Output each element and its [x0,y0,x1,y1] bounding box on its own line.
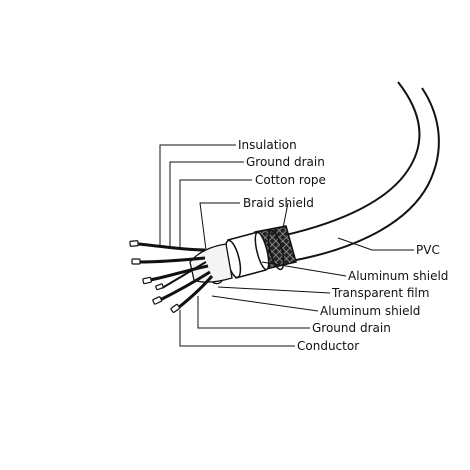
label-aluminum-shield-2: Aluminum shield [320,304,420,318]
pvc-jacket [271,81,440,263]
label-braid-shield: Braid shield [243,196,314,210]
label-aluminum-shield-1: Aluminum shield [348,269,448,283]
label-pvc: PVC [416,243,440,257]
leader-lines [159,144,414,347]
fanned-wires [129,240,214,313]
aluminum-shield-band [224,231,270,279]
label-cotton-rope: Cotton rope [255,173,326,187]
label-transparent-film: Transparent film [331,286,429,300]
label-ground-drain-bottom: Ground drain [312,321,391,335]
label-insulation: Insulation [238,138,297,152]
label-conductor: Conductor [297,339,359,353]
label-ground-drain-top: Ground drain [246,155,325,169]
inner-bundle [189,243,233,285]
